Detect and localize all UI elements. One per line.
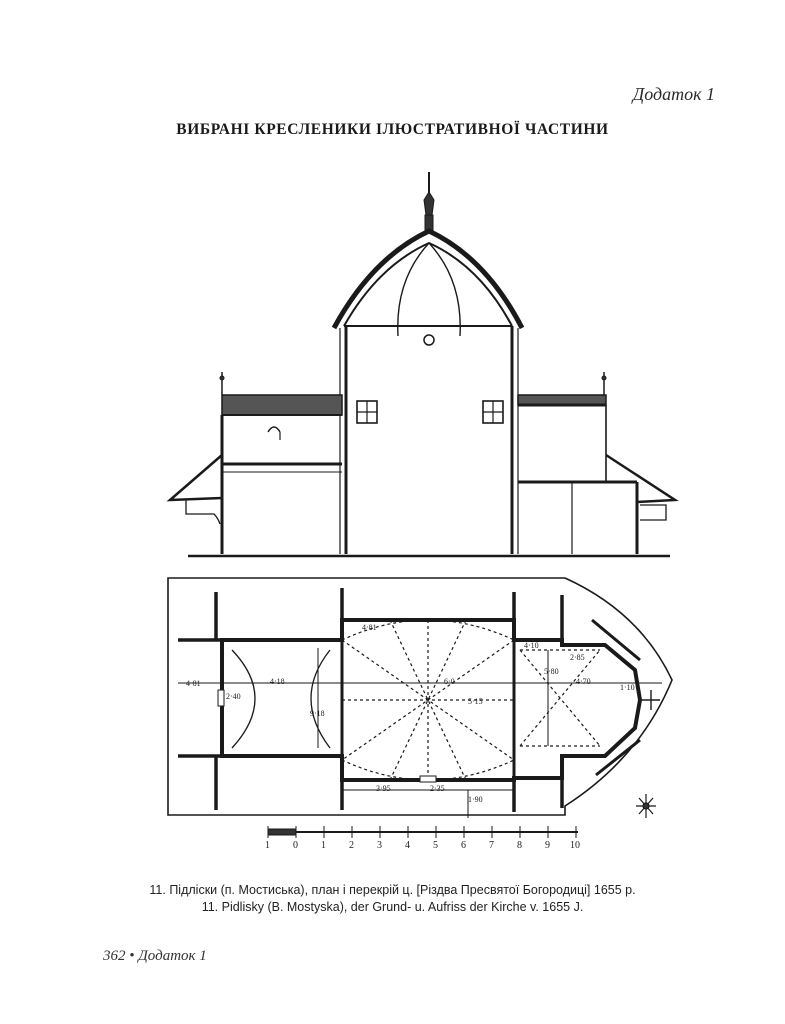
dim-label: 2·85 [570, 653, 585, 662]
church-floor-plan [167, 577, 673, 818]
scale-label: 10 [570, 840, 580, 851]
dim-label: 9·18 [310, 709, 325, 718]
dim-label: 2·35 [430, 784, 445, 793]
dim-label: 4·81 [362, 623, 377, 632]
scale-label: 4 [405, 840, 410, 851]
scale-label: 8 [517, 840, 522, 851]
scale-label: 1 [265, 840, 270, 851]
appendix-label: Додаток 1 [632, 84, 715, 104]
scale-label: 9 [545, 840, 550, 851]
north-arrow-icon [636, 794, 656, 818]
dim-label: 2·40 [226, 692, 241, 701]
scale-labels: 1 0 1 2 3 4 5 6 7 8 9 10 [265, 840, 580, 851]
dim-label: 5·15 [468, 697, 483, 706]
footer-section: Додаток 1 [138, 948, 207, 964]
page-footer: 362 • Додаток 1 [103, 948, 207, 965]
page-title: ВИБРАНІ КРЕСЛЕНИКИ ІЛЮСТРАТИВНОЇ ЧАСТИНИ [176, 121, 609, 138]
scale-label: 3 [377, 840, 382, 851]
scale-bar [267, 826, 578, 838]
plan-dimension-labels: 4·81 2·40 4·18 9·18 6·0 5·15 4·10 5·80 2… [186, 623, 635, 804]
scale-label: 6 [461, 840, 466, 851]
dim-label: 5·80 [544, 667, 559, 676]
dim-label: 3·95 [376, 784, 391, 793]
dim-label: 4·81 [186, 679, 201, 688]
scale-label: 5 [433, 840, 438, 851]
dim-label: 4·18 [270, 677, 285, 686]
church-section-elevation [166, 172, 679, 558]
scale-label: 7 [489, 840, 494, 851]
caption-line-german: 11. Pidlisky (B. Mostyska), der Grund- u… [201, 900, 584, 914]
dim-label: 1·90 [468, 795, 483, 804]
dim-label: 6·0 [444, 677, 455, 686]
footer-separator: • [129, 948, 135, 964]
scale-label: 1 [321, 840, 326, 851]
dim-label: 4·70 [576, 677, 591, 686]
figure-caption: 11. Підліски (п. Мостиська), план і пере… [0, 882, 785, 916]
page-number: 362 [103, 948, 126, 964]
dim-label: 1·10 [620, 683, 635, 692]
scale-label: 0 [293, 840, 298, 851]
caption-line-ukrainian: 11. Підліски (п. Мостиська), план і пере… [149, 883, 636, 897]
dim-label: 4·10 [524, 641, 539, 650]
scale-label: 2 [349, 840, 354, 851]
